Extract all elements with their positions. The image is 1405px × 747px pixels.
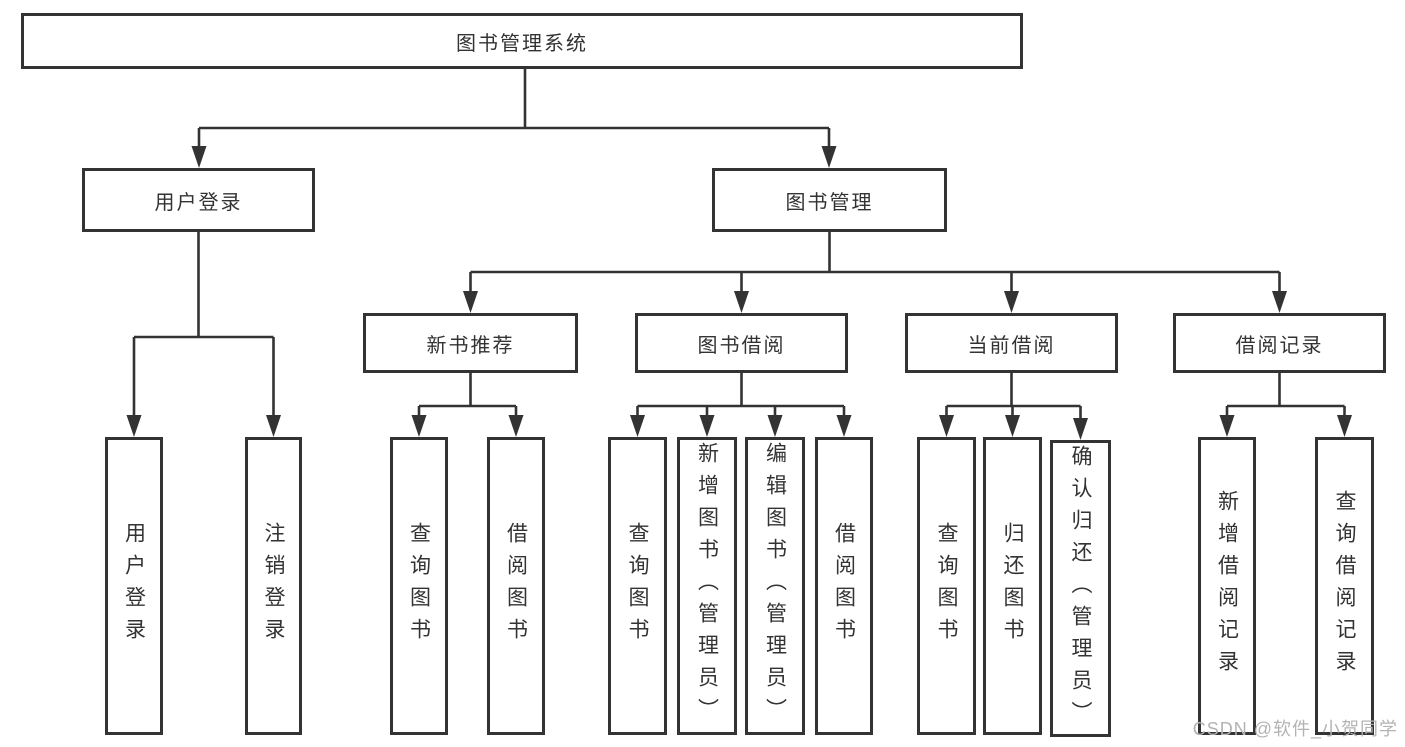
node-label: 借阅图书 (832, 522, 856, 650)
leaf-edit-books-admin: 编辑图书（管理员） (745, 437, 805, 735)
leaf-return-books: 归还图书 (983, 437, 1042, 735)
node-label: 查询图书 (626, 522, 649, 650)
arrowheads (126, 146, 1352, 440)
node-label: 用户登录 (154, 191, 243, 214)
node-label: 查询图书 (935, 522, 958, 650)
node-label: 图书管理系统 (456, 32, 588, 55)
leaf-borrow-books-borrowing: 借阅图书 (815, 437, 873, 735)
node-label: 查询图书 (407, 522, 431, 650)
leaf-query-books-current: 查询图书 (917, 437, 976, 735)
node-current-borrowing: 当前借阅 (905, 313, 1118, 373)
leaf-user-login: 用户登录 (105, 437, 163, 735)
node-label: 查询借阅记录 (1333, 490, 1356, 682)
node-label: 借阅图书 (504, 522, 528, 650)
leaf-query-books-borrowing: 查询图书 (608, 437, 667, 735)
node-book-borrowing: 图书借阅 (635, 313, 848, 373)
node-new-book-recommendation: 新书推荐 (363, 313, 578, 373)
node-label: 注销登录 (262, 522, 285, 650)
leaf-borrow-books-recommendation: 借阅图书 (487, 437, 545, 735)
node-borrowing-records: 借阅记录 (1173, 313, 1386, 373)
leaf-add-books-admin: 新增图书（管理员） (677, 437, 737, 735)
node-label: 新增图书（管理员） (695, 442, 719, 730)
node-label: 借阅记录 (1235, 334, 1324, 357)
leaf-logout: 注销登录 (245, 437, 302, 735)
node-label: 确认归还（管理员） (1069, 444, 1092, 733)
leaf-query-books-recommendation: 查询图书 (390, 437, 448, 735)
node-user-login: 用户登录 (82, 168, 315, 232)
node-label: 新增借阅记录 (1215, 490, 1239, 682)
node-label: 图书管理 (785, 191, 874, 214)
node-label: 图书借阅 (697, 334, 786, 357)
node-label: 新书推荐 (426, 334, 515, 357)
leaf-query-borrow-record: 查询借阅记录 (1315, 437, 1374, 735)
node-label: 用户登录 (122, 522, 146, 650)
leaf-confirm-return-admin: 确认归还（管理员） (1050, 440, 1111, 737)
leaf-add-borrow-record: 新增借阅记录 (1198, 437, 1256, 735)
node-label: 归还图书 (1001, 522, 1024, 650)
node-book-management: 图书管理 (712, 168, 947, 232)
node-library-management-system: 图书管理系统 (21, 13, 1023, 69)
node-label: 当前借阅 (967, 334, 1056, 357)
node-label: 编辑图书（管理员） (763, 442, 787, 730)
csdn-watermark: CSDN @软件_小贺同学 (1192, 719, 1398, 739)
